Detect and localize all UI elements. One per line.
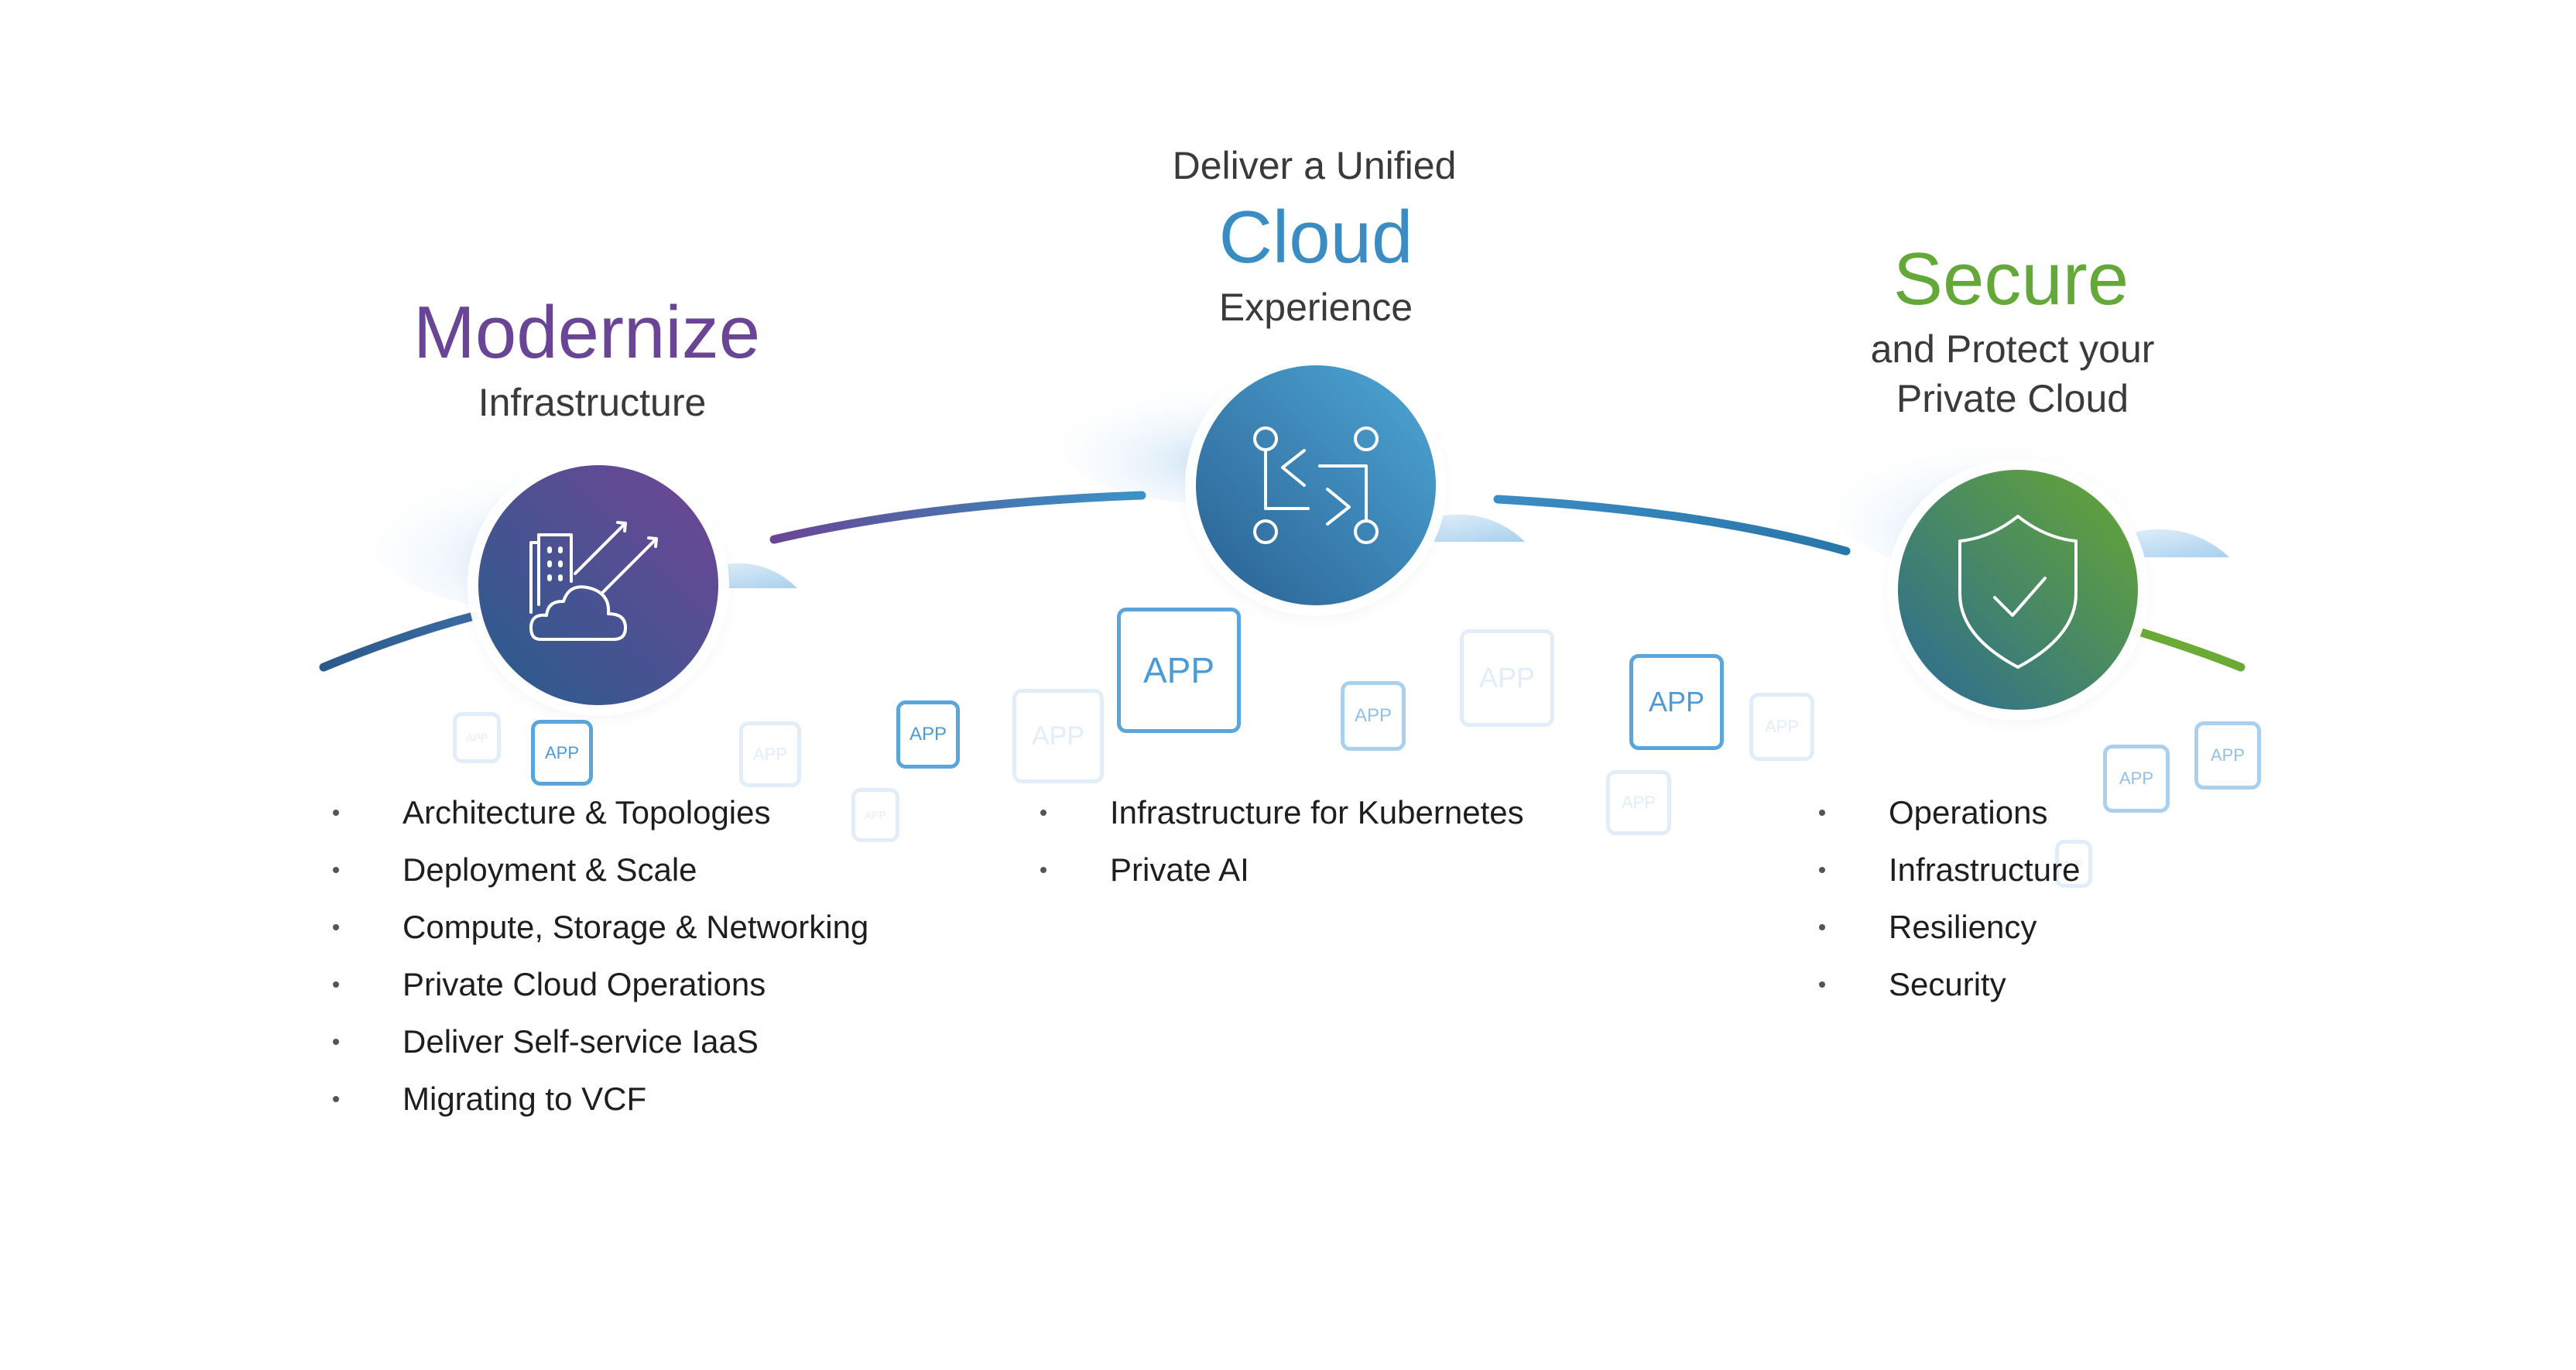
secure-circle bbox=[1898, 470, 2138, 710]
app-tile: APP bbox=[453, 712, 501, 763]
app-tile: APP bbox=[1629, 654, 1724, 750]
shield-check-icon bbox=[1958, 515, 2078, 669]
bullet-icon bbox=[333, 924, 339, 930]
bullet-icon bbox=[1040, 867, 1046, 873]
app-tile: APP bbox=[851, 788, 899, 842]
modernize-title: Modernize bbox=[413, 291, 761, 374]
app-tile: APP bbox=[1606, 770, 1671, 835]
app-tile: APP bbox=[739, 721, 801, 787]
bullet-icon bbox=[1040, 810, 1046, 816]
bullet-icon bbox=[333, 867, 339, 873]
app-tile: APP bbox=[1749, 693, 1814, 761]
bullet-icon bbox=[333, 1096, 339, 1102]
arc-segment-left bbox=[319, 611, 478, 672]
bullet-icon bbox=[1819, 810, 1825, 816]
arc-segment-right bbox=[2132, 626, 2245, 672]
cloud-subtitle: Experience bbox=[1218, 286, 1413, 329]
secure-subtitle-line-2: Private Cloud bbox=[1896, 377, 2129, 420]
arc-segment-center-left bbox=[769, 491, 1146, 544]
cloud-pre-title: Deliver a Unified bbox=[1172, 144, 1457, 187]
bullet-icon bbox=[1819, 981, 1825, 988]
workflow-nodes-icon bbox=[1253, 426, 1379, 544]
bullet-icon bbox=[333, 810, 339, 816]
app-tile: APP bbox=[1341, 681, 1406, 751]
app-tile: APP bbox=[1012, 689, 1104, 783]
app-tile: APP bbox=[531, 720, 593, 786]
app-tile: APP bbox=[896, 700, 960, 769]
secure-title: Secure bbox=[1893, 238, 2129, 320]
app-tile: APP bbox=[2194, 721, 2261, 789]
app-tile: APP bbox=[2103, 745, 2170, 813]
building-cloud-growth-icon bbox=[529, 521, 658, 641]
arc-segment-center-right bbox=[1493, 495, 1851, 556]
app-tile: APP bbox=[1460, 629, 1554, 727]
cloud-circle bbox=[1196, 365, 1436, 605]
bullet-icon bbox=[1819, 867, 1825, 873]
bullet-icon bbox=[333, 1039, 339, 1045]
bullet-icon bbox=[333, 981, 339, 988]
secure-subtitle-line-1: and Protect your bbox=[1870, 327, 2155, 371]
bullet-icon bbox=[1819, 924, 1825, 930]
app-tile: APP bbox=[2055, 840, 2092, 888]
modernize-circle bbox=[478, 465, 718, 705]
app-tile: APP bbox=[1117, 608, 1241, 733]
modernize-subtitle: Infrastructure bbox=[478, 381, 707, 424]
cloud-title: Cloud bbox=[1218, 196, 1413, 279]
